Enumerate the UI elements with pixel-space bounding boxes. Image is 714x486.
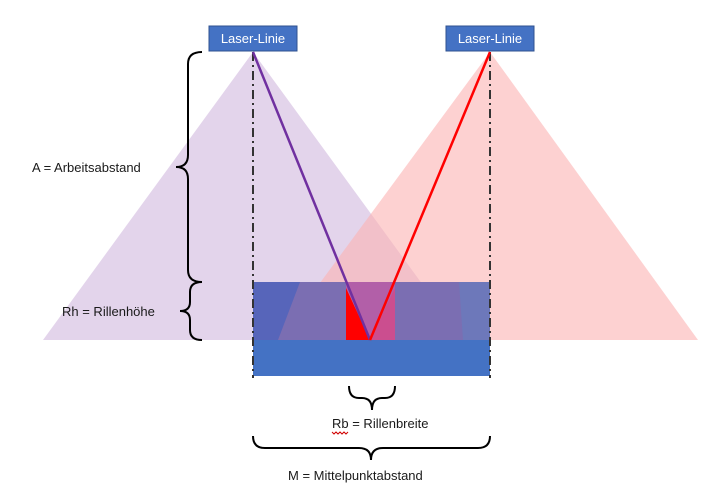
right-laser-cone	[278, 52, 698, 340]
rillenhoehe-label: Rh = Rillenhöhe	[62, 304, 155, 319]
rillenbreite-label: Rb = Rillenbreite	[332, 416, 428, 431]
spellcheck-squiggle	[331, 431, 349, 435]
laser-label-left: Laser-Linie	[221, 31, 285, 46]
right-laser-beam	[368, 51, 492, 341]
laser-box-left: Laser-Linie	[208, 25, 298, 52]
rillenbreite-brace	[348, 385, 396, 411]
rillenhoehe-brace	[179, 281, 203, 341]
arbeitsabstand-label: A = Arbeitsabstand	[32, 160, 141, 175]
laser-label-right: Laser-Linie	[458, 31, 522, 46]
arbeitsabstand-brace	[175, 51, 203, 283]
left-laser-beam	[251, 51, 372, 341]
mittelpunktabstand-brace	[252, 435, 491, 461]
laser-box-right: Laser-Linie	[445, 25, 535, 52]
mittelpunktabstand-label: M = Mittelpunktabstand	[288, 468, 423, 483]
